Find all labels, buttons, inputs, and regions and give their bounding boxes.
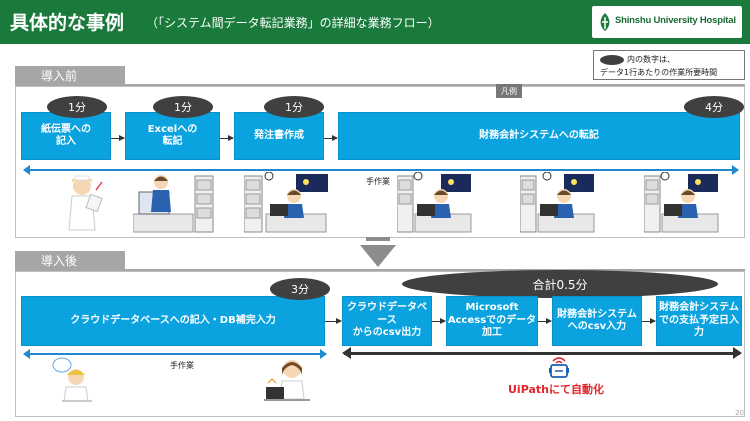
- hanrei-badge: 凡例: [496, 84, 522, 98]
- section-box-before: [15, 86, 745, 238]
- section-rule-before: [125, 84, 745, 86]
- process-access-processing: Microsoft Accessでのデータ 加工: [446, 296, 538, 346]
- time-oval-3: 1分: [264, 96, 324, 118]
- worker-desk-illustration-1: [133, 175, 214, 233]
- flow-arrow-2: [220, 135, 234, 141]
- nurse-writing-illustration: [68, 175, 103, 231]
- manual-span-after: [23, 349, 327, 359]
- flow-arrow-3: [324, 135, 338, 141]
- time-oval-1: 1分: [47, 96, 107, 118]
- uipath-robot-icon: [549, 357, 569, 378]
- flow-arrow-1: [111, 135, 125, 141]
- flow-arrow-after-4: [642, 318, 656, 324]
- process-order-form: 発注書作成: [234, 112, 324, 160]
- legend-text-2: データ1行あたりの作業所要時間: [600, 68, 718, 77]
- flow-arrow-after-2: [432, 318, 446, 324]
- nurse-thinking-illustration: [52, 357, 92, 402]
- automation-span: [342, 347, 742, 359]
- uipath-automation-label: UiPathにて自動化: [508, 383, 604, 396]
- process-payment-date-entry: 財務会計システム での支払予定日入 力: [656, 296, 742, 346]
- section-rule-after: [125, 269, 745, 271]
- worker-laptop-illustration: [264, 360, 310, 401]
- manual-span-before: [23, 165, 739, 175]
- page-number: 20: [735, 409, 744, 417]
- legend-oval-icon: [600, 55, 624, 65]
- page-title: 具体的な事例: [10, 12, 125, 34]
- process-csv-import: 財務会計システム へのcsv入力: [552, 296, 642, 346]
- hospital-logo-text: Shinshu University Hospital: [615, 15, 736, 26]
- hospital-logo-icon: [600, 13, 610, 31]
- legend-text-1: 内の数字は、: [627, 55, 675, 64]
- manual-label-after: 手作業: [170, 361, 194, 370]
- worker-desk-illustration-2: [244, 172, 328, 233]
- hospital-logo: Shinshu University Hospital: [592, 6, 742, 38]
- manual-label-before: 手作業: [366, 177, 390, 186]
- section-label-before: 導入前: [15, 66, 125, 86]
- process-finance-transfer: 財務会計システムへの転記: [338, 112, 740, 160]
- worker-desk-illustration-5: [644, 172, 719, 233]
- page-subtitle: （「システム間データ転記業務」の詳細な業務フロー）: [146, 16, 440, 30]
- transition-down-arrow-icon: [360, 237, 396, 267]
- process-paper-slip: 紙伝票への 記入: [21, 112, 111, 160]
- process-cloud-db-entry: クラウドデータベースへの記入・DB補完入力: [21, 296, 325, 346]
- flow-arrow-after-1: [325, 318, 342, 324]
- header-bar: 具体的な事例 （「システム間データ転記業務」の詳細な業務フロー） Shinshu…: [0, 0, 750, 44]
- time-oval-after-1: 3分: [270, 278, 330, 300]
- total-time-oval: 合計0.5分: [402, 270, 718, 298]
- time-oval-4: 4分: [684, 96, 744, 118]
- section-label-after: 導入後: [15, 251, 125, 271]
- time-oval-2: 1分: [153, 96, 213, 118]
- worker-desk-illustration-3: [397, 172, 472, 233]
- flow-arrow-after-3: [538, 318, 552, 324]
- process-csv-export: クラウドデータベース からのcsv出力: [342, 296, 432, 346]
- legend-box: 内の数字は、 データ1行あたりの作業所要時間: [593, 50, 745, 80]
- worker-desk-illustration-4: [520, 172, 595, 233]
- process-excel-transfer: Excelへの 転記: [125, 112, 220, 160]
